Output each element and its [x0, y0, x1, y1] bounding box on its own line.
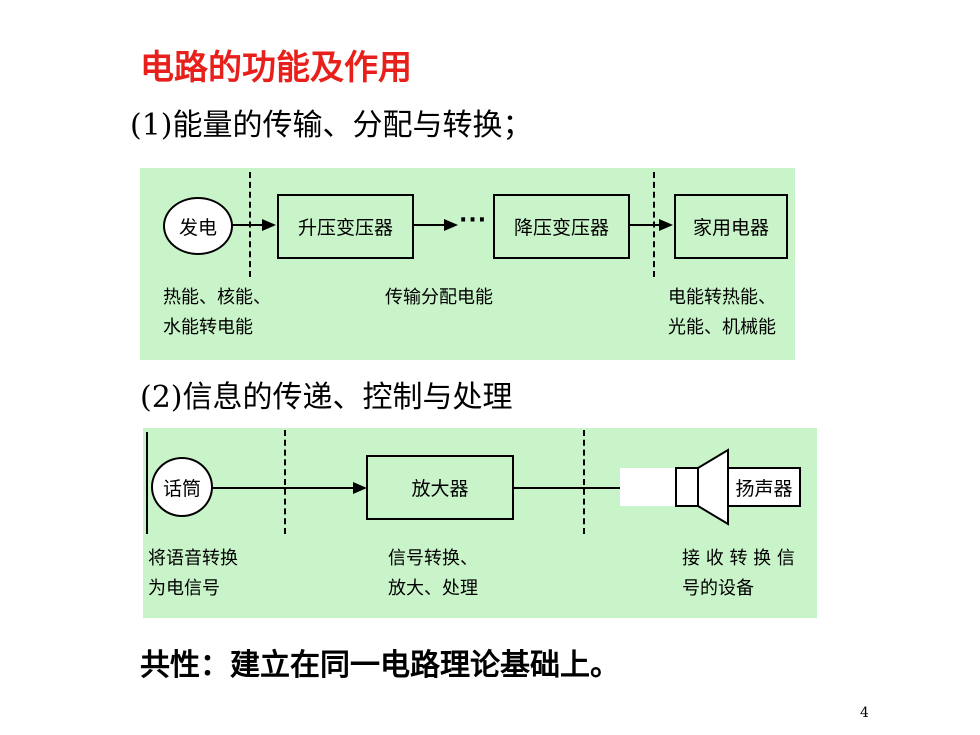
amplifier-label: 放大器	[411, 478, 469, 500]
generator-label: 发电	[178, 216, 217, 239]
label-line: 电能转热能、	[668, 287, 776, 308]
step-down-transformer-box: 降压变压器	[493, 194, 630, 259]
arrow-line	[628, 224, 660, 226]
speaker-icon	[620, 448, 801, 526]
label-line: 号的设备	[682, 578, 754, 599]
arrowhead-icon	[353, 482, 367, 494]
microphone-node: 话筒	[151, 457, 213, 517]
label-line: 水能转电能	[163, 317, 253, 338]
microphone-description: 将语音转换 为电信号	[148, 544, 238, 604]
page-title: 电路的功能及作用	[140, 48, 412, 88]
arrowhead-icon	[444, 219, 458, 231]
step-down-label: 降压变压器	[513, 217, 609, 239]
left-edge-line	[146, 432, 148, 534]
label-line: 光能、机械能	[668, 317, 776, 338]
continuation-dots: ···	[459, 208, 488, 233]
divider-line-1	[284, 430, 286, 534]
label-line: 将语音转换	[148, 548, 238, 569]
label-line: 放大、处理	[388, 578, 478, 599]
energy-source-label: 热能、核能、 水能转电能	[163, 283, 271, 343]
label-line: 为电信号	[148, 578, 220, 599]
section1-heading: (1)能量的传输、分配与转换；	[130, 108, 533, 143]
label-line: 信号转换、	[388, 548, 478, 569]
amplifier-description: 信号转换、 放大、处理	[388, 544, 478, 604]
generator-node: 发电	[163, 197, 233, 255]
conclusion-text: 共性：建立在同一电路理论基础上。	[140, 648, 620, 683]
speaker-label: 扬声器	[735, 477, 793, 500]
page-number: 4	[860, 705, 869, 721]
label-line: 接 收 转 换 信	[682, 548, 795, 569]
amplifier-box: 放大器	[366, 455, 514, 520]
consumption-label: 电能转热能、 光能、机械能	[668, 283, 776, 343]
transmission-label: 传输分配电能	[385, 287, 493, 308]
microphone-label: 话筒	[162, 477, 201, 500]
divider-line-2	[583, 430, 585, 534]
arrow-line	[211, 487, 354, 489]
arrowhead-icon	[262, 219, 276, 231]
section2-heading: (2)信息的传递、控制与处理	[140, 380, 513, 415]
label-line: 热能、核能、	[163, 287, 271, 308]
arrow-line	[512, 487, 642, 489]
household-appliance-box: 家用电器	[674, 194, 788, 259]
arrow-line	[412, 224, 445, 226]
arrowhead-icon	[659, 219, 673, 231]
speaker-description: 接 收 转 换 信 号的设备	[682, 544, 795, 604]
signal-diagram-panel	[143, 428, 817, 618]
step-up-label: 升压变压器	[297, 217, 393, 239]
appliance-label: 家用电器	[692, 217, 769, 239]
step-up-transformer-box: 升压变压器	[277, 194, 414, 259]
arrow-line	[231, 224, 263, 226]
